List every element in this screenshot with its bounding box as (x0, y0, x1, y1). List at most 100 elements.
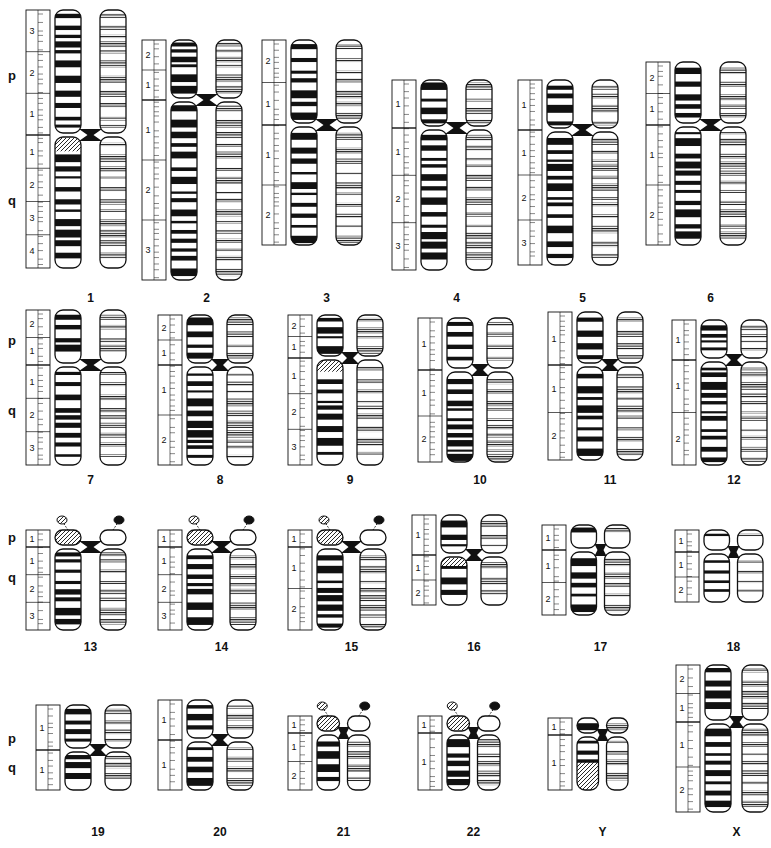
chromatid-arm (336, 40, 362, 123)
chromatid-arm (105, 705, 131, 748)
region-number: 1 (145, 126, 150, 135)
chromosome-number: 9 (347, 474, 354, 486)
region-number: 3 (291, 443, 296, 452)
chromosome-band (466, 197, 492, 204)
chromosome-band (291, 58, 317, 62)
chromosome-band (571, 583, 597, 588)
chromosome-band (291, 172, 317, 174)
chromosome-band (55, 41, 81, 47)
chromosome-band (466, 186, 492, 190)
chromosome-band (481, 521, 507, 528)
chromatid-arm (742, 724, 768, 812)
heterochromatin (441, 558, 467, 566)
chromosome-band (100, 14, 126, 18)
chromosome-band (741, 382, 767, 390)
chromatid-arm (577, 312, 603, 363)
centromere (341, 541, 362, 553)
centromere (211, 541, 232, 553)
chromosome-band (317, 555, 343, 560)
chromosome-number: 14 (215, 641, 228, 653)
chromosome-band (466, 164, 492, 167)
region-number: 1 (395, 100, 400, 109)
chromosome-band (187, 411, 213, 417)
chromosome-band (55, 454, 81, 457)
chromatid-arm (447, 372, 473, 462)
chromosome-band (336, 158, 362, 163)
region-number: 1 (415, 563, 420, 572)
region-number: 1 (291, 720, 296, 729)
region-number: 1 (421, 757, 426, 766)
chromosome-band (336, 102, 362, 106)
chromosome-band (187, 617, 213, 625)
chromatid-arm (55, 137, 81, 268)
chromosome-band (291, 158, 317, 163)
chromosome-band (317, 624, 343, 628)
chromosome-band (171, 221, 197, 223)
chromosome-band (171, 86, 197, 94)
chromosome-band (441, 577, 467, 584)
chromosome-band (742, 742, 768, 747)
region-number: 1 (395, 147, 400, 156)
chromosome-band (720, 162, 746, 169)
chromosome-band (100, 423, 126, 428)
chromosome-band (227, 725, 253, 729)
chromosome-band (592, 105, 618, 113)
chromosome-band (701, 411, 727, 413)
region-number: 1 (679, 740, 684, 749)
chromosome-band (704, 589, 730, 592)
band-scale (672, 320, 696, 465)
chromosome-band (720, 104, 746, 109)
chromatid-arm (360, 530, 386, 545)
centromere (195, 94, 218, 106)
chromosome-band (55, 581, 81, 584)
chromosome-band (317, 741, 340, 746)
chromatid-arm (481, 515, 507, 553)
chromosome-number: 8 (217, 474, 224, 486)
chromosome-band (447, 357, 473, 361)
chromosome-band (357, 390, 383, 394)
arm-label: q (8, 404, 16, 417)
chromosome-band (227, 373, 253, 375)
chromatid-arm (348, 735, 371, 790)
chromatid-arm (592, 80, 618, 128)
chromosome-band (742, 729, 768, 737)
band-scale (418, 716, 442, 790)
chromosome-band (171, 152, 197, 159)
chromosome-band (447, 454, 473, 461)
chromosome-band (741, 457, 767, 462)
region-number: 1 (421, 340, 426, 349)
chromosome-band (447, 322, 473, 326)
chromosome-band (447, 408, 473, 411)
chromosome-band (487, 440, 513, 446)
chromosome-band (466, 82, 492, 89)
chromosome-band (357, 346, 383, 354)
chromosome-band (675, 113, 701, 118)
chromosome (675, 530, 763, 602)
chromosome-band (547, 160, 573, 162)
chromosome-band (187, 440, 213, 443)
chromosome-band (675, 162, 701, 169)
chromosome-band (617, 449, 643, 456)
chromosome-band (227, 440, 253, 443)
chromosome-band (617, 355, 643, 359)
chromatid-arm (100, 530, 126, 545)
chromosome-band (607, 759, 629, 765)
region-number: 1 (29, 147, 34, 156)
chromosome-band (336, 182, 362, 189)
satellite (447, 702, 500, 716)
chromosome-band (704, 580, 730, 583)
chromosome-band (55, 91, 81, 97)
chromosome-band (478, 739, 501, 747)
chromosome-band (421, 252, 447, 259)
chromosome-band (481, 590, 507, 595)
chromosome-band (55, 240, 81, 246)
chromosome-band (187, 331, 213, 337)
chromosome-band (100, 166, 126, 171)
chromosome-band (592, 86, 618, 90)
chromosome-band (421, 164, 447, 167)
band-scale (158, 315, 182, 465)
chromosome-band (441, 521, 467, 528)
chromosome-band (336, 78, 362, 82)
region-number: 2 (415, 588, 420, 597)
chromosome-band (487, 454, 513, 461)
